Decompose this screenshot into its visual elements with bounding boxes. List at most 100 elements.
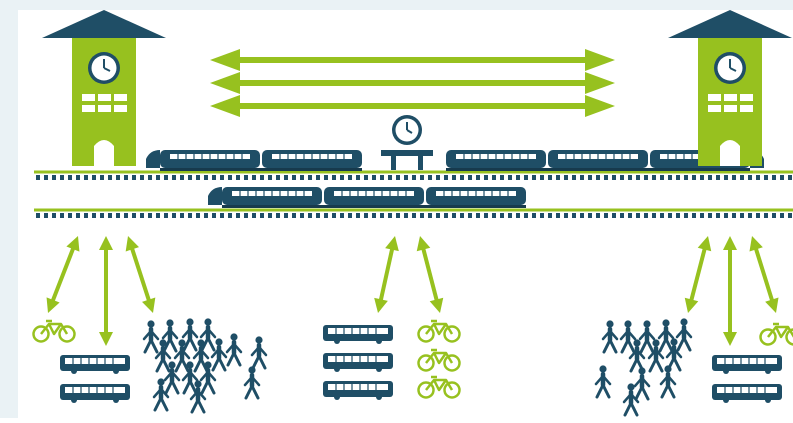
sleeper (612, 175, 616, 180)
sleeper (476, 175, 480, 180)
sleeper (476, 213, 480, 218)
bus-icon (60, 355, 130, 374)
person-icon (603, 320, 617, 352)
arrowhead (698, 236, 712, 251)
sleeper (132, 175, 136, 180)
sleeper (108, 213, 112, 218)
sleeper (252, 213, 256, 218)
sleeper (268, 213, 272, 218)
sleeper (388, 213, 392, 218)
sleeper (604, 213, 608, 218)
arrowhead-right (585, 95, 615, 117)
arrowhead (749, 236, 762, 251)
person-icon (154, 378, 168, 410)
person-icon (624, 383, 638, 415)
sleeper (100, 175, 104, 180)
sleeper (692, 213, 696, 218)
sleeper (52, 213, 56, 218)
train-car (446, 150, 546, 168)
sleeper (252, 175, 256, 180)
sleeper (180, 213, 184, 218)
sleeper (220, 213, 224, 218)
sleeper (492, 175, 496, 180)
person-icon (212, 338, 226, 370)
sleeper (612, 213, 616, 218)
sleeper (660, 213, 664, 218)
sleeper (212, 213, 216, 218)
sleeper (324, 213, 328, 218)
sleeper (316, 213, 320, 218)
sleeper (684, 213, 688, 218)
sleeper (148, 213, 152, 218)
sleeper (276, 213, 280, 218)
arrowhead (142, 298, 155, 313)
person-icon (144, 320, 158, 352)
sleeper (324, 175, 328, 180)
sleeper (684, 175, 688, 180)
sleeper (404, 175, 408, 180)
arrowhead (430, 298, 444, 313)
sleeper (388, 175, 392, 180)
sleeper (92, 213, 96, 218)
bus-icon (712, 384, 782, 403)
arrow-shaft (52, 245, 75, 303)
train-car (324, 187, 424, 205)
sleeper (524, 213, 528, 218)
sleeper (780, 213, 784, 218)
connection-arrow-left-2 (99, 236, 113, 346)
sleeper (204, 175, 208, 180)
sleeper (228, 213, 232, 218)
sleeper (308, 213, 312, 218)
sleeper (428, 175, 432, 180)
sleeper (356, 175, 360, 180)
connection-arrow-middle-1 (374, 236, 399, 313)
train-nose (208, 187, 222, 205)
arrowhead-left (210, 49, 240, 71)
sleeper (60, 213, 64, 218)
edge-tint-left (0, 0, 18, 418)
sleeper (708, 175, 712, 180)
sleeper (300, 213, 304, 218)
lower-track (34, 210, 793, 218)
arrowhead (385, 236, 399, 251)
sleeper (580, 175, 584, 180)
sleeper (132, 213, 136, 218)
sleeper (540, 213, 544, 218)
train-c (208, 187, 526, 208)
sleeper (348, 175, 352, 180)
sleeper (124, 175, 128, 180)
sleeper (492, 213, 496, 218)
sleeper (452, 175, 456, 180)
bike-icon (419, 350, 460, 371)
sleeper (92, 175, 96, 180)
sleeper (548, 175, 552, 180)
sleeper (108, 175, 112, 180)
bus-icon (323, 381, 393, 400)
sleeper (676, 175, 680, 180)
sleeper (764, 175, 768, 180)
edge-tint-top (0, 0, 793, 10)
sleeper (788, 175, 792, 180)
connection-arrow-right-2 (723, 236, 737, 346)
sleeper (452, 213, 456, 218)
sleeper (292, 175, 296, 180)
sleeper (284, 175, 288, 180)
train-nose (146, 150, 160, 168)
sleeper (308, 175, 312, 180)
person-icon (635, 367, 649, 399)
sleeper (716, 175, 720, 180)
sleeper (236, 213, 240, 218)
sleeper (444, 213, 448, 218)
train-base (160, 168, 362, 171)
sleeper (356, 213, 360, 218)
sleeper (172, 213, 176, 218)
sleeper (196, 213, 200, 218)
arrow-shaft (131, 246, 150, 304)
bike-icon (419, 321, 460, 342)
sleeper (260, 213, 264, 218)
sleeper (340, 213, 344, 218)
person-icon (227, 333, 241, 365)
sleeper (140, 175, 144, 180)
sleeper (236, 175, 240, 180)
